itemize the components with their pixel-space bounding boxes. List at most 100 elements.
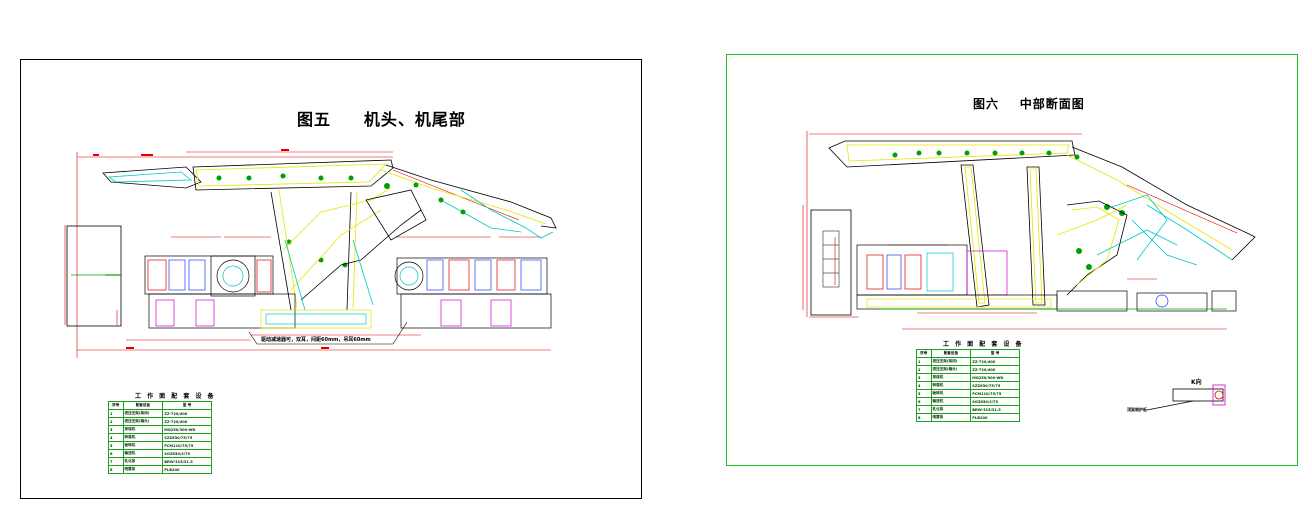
canopy-beam [102,159,557,239]
table-cell: PLB200 [970,413,1020,422]
table-cell: BRW-315/31.5 [162,457,212,466]
sheet-title: 图六 中部断面图 [973,97,1085,111]
table-cell: 4 [916,381,932,390]
table-cell: 喷雾泵 [930,413,972,422]
parts-table-caption: 工 作 面 配 套 设 备 [943,341,1024,348]
table-cell: 液压支架(端头) [122,417,164,426]
k-view-note: 顶梁侧护板 [1127,407,1147,412]
coal-block [66,225,122,327]
drawing-sheet-head-tail: 图五 机头、机尾部 [20,59,642,499]
table-header-cell: 配套设备 [122,401,164,410]
table-cell: 2 [108,417,124,426]
drawing-sheet-middle-section: 图六 中部断面图 [726,54,1298,466]
table-cell: 液压支架(架间) [122,409,164,418]
table-cell: 1 [916,357,932,366]
table-cell: SGZ630/2/75 [162,449,212,458]
k-view-detail [1146,384,1226,411]
dimension-text [93,149,329,349]
table-cell: 乳化泵 [930,405,972,414]
sheet-title: 图五 机头、机尾部 [297,110,466,129]
parts-table-caption: 工 作 面 配 套 设 备 [135,393,216,400]
table-cell: 采煤机 [930,373,972,382]
hinge-pins [216,173,466,268]
table-cell: BRW-315/31.5 [970,405,1020,414]
table-cell: 5 [108,441,124,450]
table-cell: ZZ-720/400 [162,409,212,418]
drawing-note: 驱动减速器可，双耳，间距60mm，吊耳60mm [261,337,371,343]
table-cell: 7 [108,457,124,466]
table-cell: 2 [916,365,932,374]
table-cell: 5 [916,389,932,398]
table-cell: 1 [108,409,124,418]
table-header-cell: 型 号 [162,401,212,410]
table-cell: 乳化泵 [122,457,164,466]
table-cell: 采煤机 [122,425,164,434]
table-header-row: 序号配套设备型 号 [108,401,212,410]
table-cell: 转载机 [122,433,164,442]
table-cell: 3 [108,425,124,434]
support-legs [270,187,427,311]
table-cell: PCM110/75/75 [162,441,212,450]
table-header-cell: 序号 [108,401,124,410]
table-cell: 6 [108,449,124,458]
canopy-beam [828,140,1256,266]
coal-block [810,209,852,316]
table-cell: 3 [916,373,932,382]
table-cell: 破碎机 [930,389,972,398]
support-legs [960,164,1178,308]
table-cell: SZZ630/75/75 [162,433,212,442]
table-cell: 破碎机 [122,441,164,450]
head-drive-unit [144,255,372,329]
table-cell: SZZ630/75/75 [970,381,1020,390]
table-cell: 输送机 [930,397,972,406]
table-cell: 7 [916,405,932,414]
table-header-cell: 配套设备 [930,349,972,358]
table-header-cell: 型 号 [970,349,1020,358]
table-cell: SGZ630/2/75 [970,397,1020,406]
middle-section-drawing [802,131,1256,411]
tail-drive-unit [394,257,552,329]
table-cell: 转载机 [930,381,972,390]
table-cell: ZZ-720/400 [970,365,1020,374]
dimension-lines [64,151,551,358]
table-cell: 液压支架(架间) [930,357,972,366]
table-cell: PLB200 [162,465,212,474]
k-view-label: K向 [1191,379,1202,386]
table-cell: PCM110/75/75 [970,389,1020,398]
table-header-row: 序号配套设备型 号 [916,349,1020,358]
table-cell: ZZ-720/400 [162,417,212,426]
table-cell: MG250/300-WD [162,425,212,434]
table-cell: MG250/300-WD [970,373,1020,382]
table-cell: ZZ-720/400 [970,357,1020,366]
hinge-pins [892,150,1125,270]
table-header-cell: 序号 [916,349,932,358]
table-cell: 6 [916,397,932,406]
table-cell: 8 [916,413,932,422]
table-cell: 输送机 [122,449,164,458]
head-tail-drawing [64,149,557,358]
conveyor-base [856,244,1237,312]
table-cell: 4 [108,433,124,442]
table-cell: 8 [108,465,124,474]
leader-lines [248,321,408,345]
table-cell: 液压支架(端头) [930,365,972,374]
table-cell: 喷雾泵 [122,465,164,474]
